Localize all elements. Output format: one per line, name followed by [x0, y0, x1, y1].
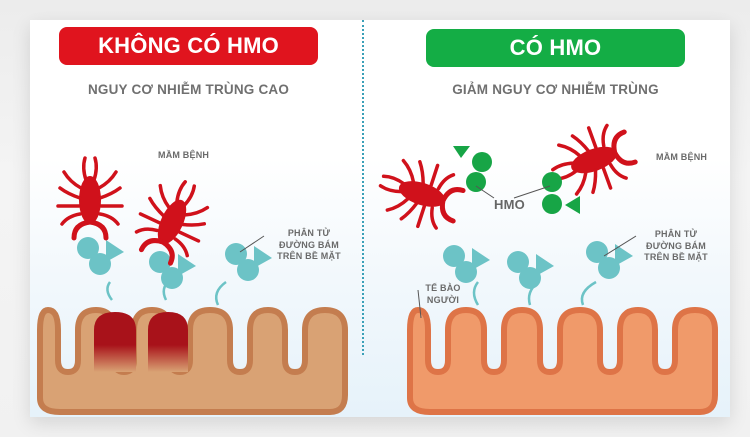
diagram-artwork — [37, 20, 718, 415]
with-hmo-title: CÓ HMO — [426, 29, 685, 67]
infected-villus — [148, 312, 188, 372]
with-hmo-subtitle: GIẢM NGUY CƠ NHIỄM TRÙNG — [452, 82, 659, 97]
label-line: PHÂN TỬ — [287, 228, 331, 238]
surface-molecule-label-left: PHÂN TỬ ĐƯỜNG BÁM TRÊN BỀ MẶT — [274, 228, 344, 263]
surface-molecule-label-right: PHÂN TỬ ĐƯỜNG BÁM TRÊN BỀ MẶT — [641, 229, 711, 264]
label-line: TRÊN BỀ MẶT — [644, 252, 708, 262]
hmo-molecule — [453, 146, 492, 192]
label-line: ĐƯỜNG BÁM — [279, 239, 339, 250]
hmo-label: HMO — [494, 197, 525, 212]
label-line: TRÊN BỀ MẶT — [277, 251, 341, 261]
label-line: ĐƯỜNG BÁM — [646, 240, 706, 251]
without-hmo-subtitle: NGUY CƠ NHIỄM TRÙNG CAO — [87, 82, 290, 97]
human-cell-left — [37, 306, 348, 415]
panel-divider — [362, 20, 364, 355]
human-cell-right — [407, 306, 718, 415]
infected-villus — [94, 312, 136, 372]
label-line: PHÂN TỬ — [654, 229, 698, 239]
pathogen-label-right: MẦM BỆNH — [656, 152, 708, 162]
human-cell-label: TẾ BÀO NGƯỜI — [423, 283, 463, 306]
label-line: TẾ BÀO — [425, 283, 461, 293]
hmo-molecule — [542, 172, 580, 214]
infographic-card: KHÔNG CÓ HMO NGUY CƠ NHIỄM TRÙNG CAO CÓ … — [30, 20, 730, 417]
pathogen-label-left: MẦM BỆNH — [158, 150, 210, 160]
label-line: NGƯỜI — [426, 294, 460, 305]
without-hmo-title: KHÔNG CÓ HMO — [59, 27, 318, 65]
